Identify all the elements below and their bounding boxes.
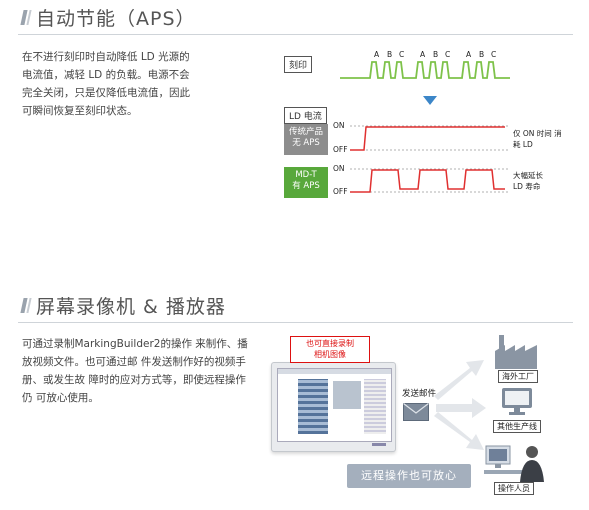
send-arrows-icon (434, 360, 486, 450)
body-line: 册、或发生故 障时的应对方式等，即使远程操作 (22, 374, 246, 386)
callout-line: 也可直接录制 (306, 339, 354, 348)
note-line: 仅 ON 时间 消 (513, 129, 562, 138)
letter: A (466, 50, 472, 59)
conventional-label: 传统产品 无 APS (284, 124, 328, 155)
letter: B (479, 50, 485, 59)
note-line: 大幅延长 (513, 171, 543, 180)
location-overseas-factory: 海外工厂 (498, 370, 538, 383)
label-line: 无 APS (292, 138, 320, 148)
note-line: LD 寿命 (513, 182, 541, 191)
letter: A (374, 50, 380, 59)
location-operator: 操作人员 (494, 482, 534, 495)
letter: C (399, 50, 405, 59)
screen-panel (364, 379, 386, 434)
mail-label: 发送邮件 (402, 389, 437, 399)
body-line: 仍 可放心使用。 (22, 392, 99, 404)
section2-title: 屏幕录像机 & 播放器 (20, 292, 226, 319)
body-line: 完全关闭，只是仅降低电流值，因此 (22, 87, 190, 99)
monitor-screen (277, 368, 392, 442)
mail-icon (403, 403, 429, 421)
marking-waveform (340, 61, 510, 79)
location-other-line: 其他生产线 (493, 420, 541, 433)
section1-title-text: 自动节能（APS） (36, 8, 196, 30)
note-conventional: 仅 ON 时间 消 耗 LD (513, 128, 562, 150)
title-bar-icon (26, 298, 32, 313)
letter: B (387, 50, 393, 59)
on-label: ON (333, 164, 345, 173)
label-line: 传统产品 (288, 127, 323, 137)
window-titlebar (278, 369, 391, 374)
letter: B (433, 50, 439, 59)
off-label: OFF (333, 187, 348, 196)
section2-title-text: 屏幕录像机 & 播放器 (36, 296, 226, 318)
monitor-button (372, 443, 386, 446)
note-mdt: 大幅延长 LD 寿命 (513, 170, 543, 192)
section1-body: 在不进行刻印时自动降低 LD 光源的 电流值，减轻 LD 的负载。电源不会 完全… (22, 48, 232, 120)
title-bar-icon (26, 10, 32, 25)
section2-divider (18, 322, 573, 323)
ld-current-label: LD 电流 (284, 107, 327, 124)
body-line: 在不进行刻印时自动降低 LD 光源的 (22, 51, 190, 63)
letter: C (491, 50, 497, 59)
body-line: 放视频文件。也可通过邮 件发送制作好的视频手 (22, 356, 246, 368)
label-line: 有 APS (292, 181, 320, 191)
callout-line: 相机图像 (314, 350, 346, 359)
factory-icon (495, 335, 537, 369)
monitor-icon (271, 362, 396, 452)
note-line: 耗 LD (513, 140, 533, 149)
mdt-label: MD-T 有 APS (284, 167, 328, 198)
letter: A (420, 50, 426, 59)
screen-image (298, 379, 328, 434)
operator-icon (484, 445, 544, 482)
section2-body: 可通过录制MarkingBuilder2的操作 来制作、播 放视频文件。也可通过… (22, 335, 272, 407)
down-arrow-icon (423, 96, 437, 105)
marking-label: 刻印 (284, 56, 313, 73)
section1-divider (18, 34, 573, 35)
screen-image (333, 381, 361, 409)
off-label: OFF (333, 145, 348, 154)
letter: C (445, 50, 451, 59)
monitor-small-icon (502, 388, 532, 415)
section1-title: 自动节能（APS） (20, 4, 196, 31)
callout-camera: 也可直接录制 相机图像 (290, 336, 370, 363)
ld-current-waveforms (350, 125, 510, 193)
body-line: 电流值，减轻 LD 的负载。电源不会 (22, 69, 190, 81)
body-line: 可通过录制MarkingBuilder2的操作 来制作、播 (22, 338, 248, 350)
label-line: MD-T (295, 170, 317, 180)
body-line: 可瞬间恢复至刻印状态。 (22, 105, 138, 117)
remote-safe-banner: 远程操作也可放心 (347, 464, 471, 488)
on-label: ON (333, 121, 345, 130)
